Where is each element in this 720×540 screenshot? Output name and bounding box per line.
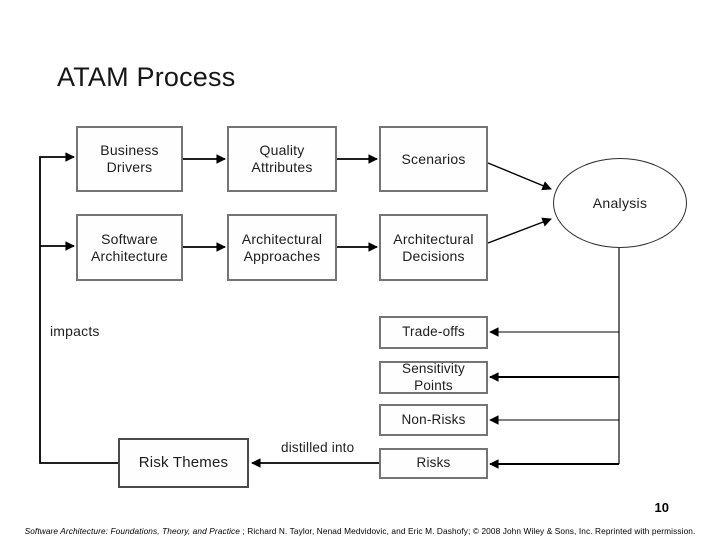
node-sensitivity-points-label: Sensitivity Points (402, 361, 465, 393)
node-software-architecture-label: Software Architecture (90, 230, 169, 264)
node-non-risks: Non-Risks (379, 404, 488, 436)
footer-citation: Software Architecture: Foundations, Theo… (0, 526, 720, 536)
edge-label-distilled-into: distilled into (281, 440, 355, 455)
node-analysis-label: Analysis (592, 195, 648, 211)
edge-scenarios-to-analysis (487, 162, 552, 191)
node-sensitivity-points: Sensitivity Points (379, 361, 488, 394)
node-non-risks-label: Non-Risks (401, 411, 466, 427)
edge-label-impacts: impacts (50, 323, 100, 339)
page-title: ATAM Process (57, 62, 236, 92)
node-risk-themes-label: Risk Themes (138, 454, 229, 471)
node-risks-label: Risks (416, 455, 451, 471)
node-scenarios: Scenarios (379, 126, 488, 192)
node-risk-themes: Risk Themes (118, 438, 249, 488)
node-business-drivers-label: Business Drivers (100, 142, 159, 175)
node-analysis: Analysis (553, 158, 687, 248)
node-architectural-approaches: Architectural Approaches (227, 214, 337, 281)
node-architectural-decisions: Architectural Decisions (379, 214, 488, 281)
node-architectural-decisions-label: Architectural Decisions (393, 230, 474, 264)
footer-book-title: Software Architecture: Foundations, Theo… (24, 526, 241, 536)
node-risks: Risks (379, 448, 488, 479)
node-software-architecture: Software Architecture (76, 214, 183, 281)
node-quality-attributes: Quality Attributes (227, 126, 337, 192)
footer-credits: ; Richard N. Taylor, Nenad Medvidovic, a… (240, 526, 696, 536)
node-business-drivers: Business Drivers (76, 126, 183, 192)
node-trade-offs: Trade-offs (379, 316, 488, 349)
edge-risk-themes-to-business-drivers (39, 152, 118, 464)
node-scenarios-label: Scenarios (401, 150, 466, 167)
edge-architectural-decisions-to-analysis (487, 217, 552, 244)
node-trade-offs-label: Trade-offs (402, 324, 465, 340)
page-number: 10 (654, 500, 669, 515)
node-quality-attributes-label: Quality Attributes (251, 142, 313, 175)
node-architectural-approaches-label: Architectural Approaches (241, 230, 323, 264)
